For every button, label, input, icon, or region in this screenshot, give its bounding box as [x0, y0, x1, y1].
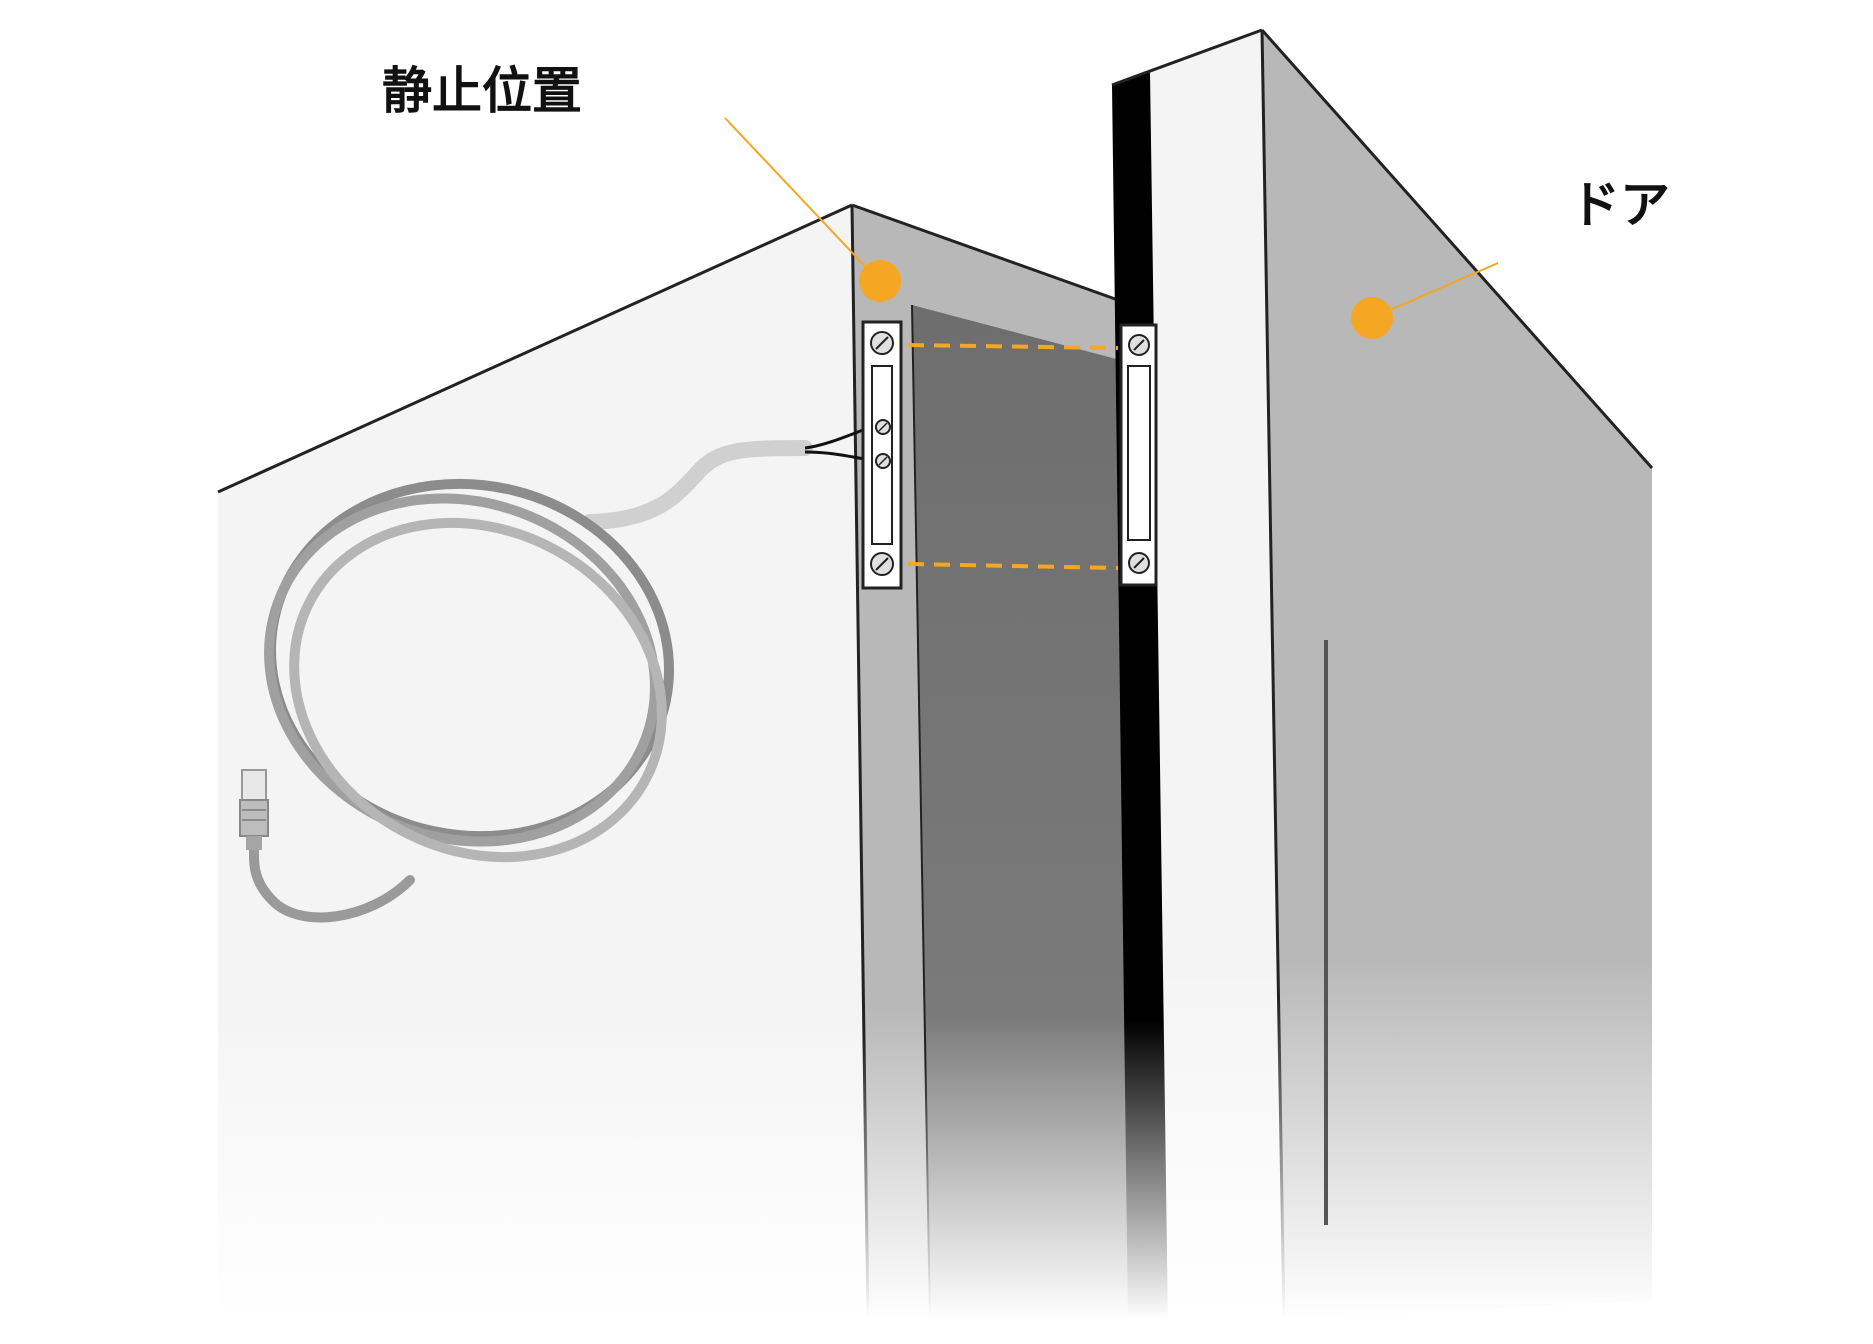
- frame-corner-edge: [850, 204, 870, 1321]
- frame-opening: [912, 305, 1135, 1320]
- coiled-cable: [248, 440, 813, 923]
- frame-top-edge: [217, 203, 853, 494]
- door-panel: [1262, 30, 1652, 1320]
- cable-plug: [239, 769, 269, 850]
- rest-position-label: 静止位置: [382, 62, 582, 120]
- door-callout: ドア: [1351, 176, 1670, 339]
- magnet-contact-fixed: [861, 320, 903, 590]
- callout-marker: [1351, 297, 1393, 339]
- callout-leader: [1371, 262, 1499, 319]
- door-front-edge: [1150, 30, 1284, 1320]
- door-label: ドア: [1570, 176, 1670, 234]
- frame-side-top-edge: [851, 203, 1119, 302]
- callout-marker: [859, 260, 901, 302]
- rest-position-callout: 静止位置: [382, 62, 901, 302]
- frame-front-face: [218, 205, 868, 1320]
- magnet-contact-door: [1119, 323, 1158, 587]
- alignment-lines: [907, 343, 1119, 570]
- callout-leader: [724, 117, 879, 281]
